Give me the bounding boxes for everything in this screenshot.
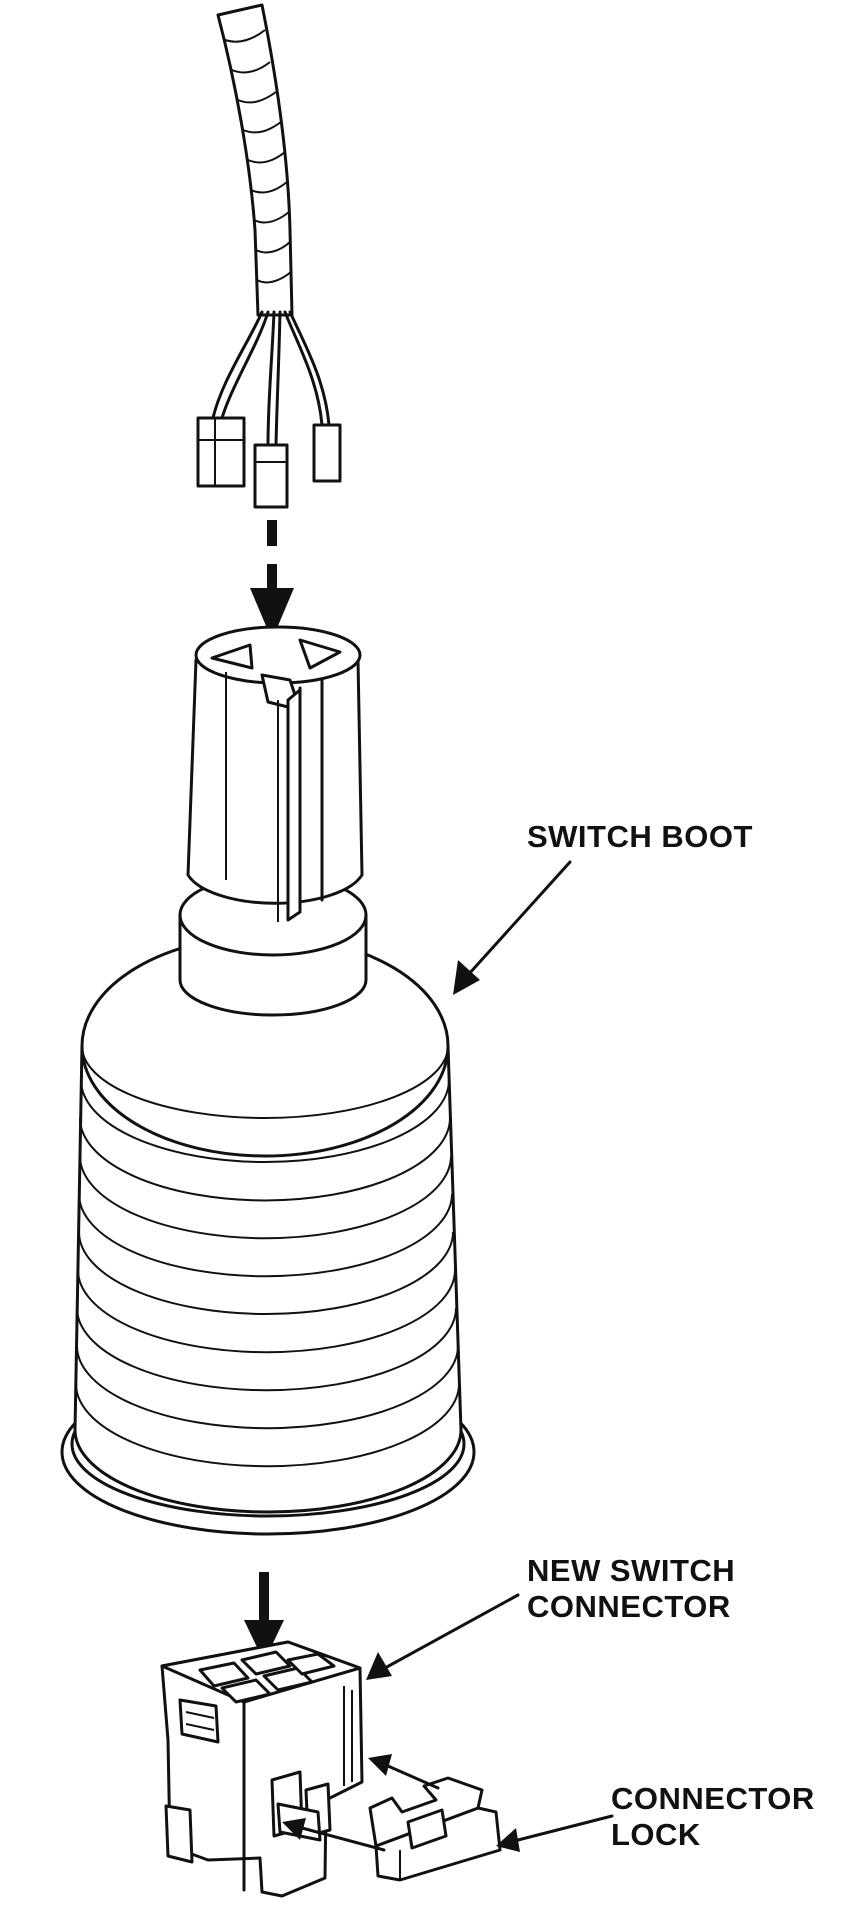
- switch-boot: [60, 625, 476, 1536]
- connector-lock-label-line2: LOCK: [611, 1817, 701, 1852]
- terminal-plugs: [196, 416, 342, 509]
- lock-insertion-arrows: [282, 1754, 440, 1852]
- connector-lock-label-line1: CONNECTOR: [611, 1781, 815, 1816]
- switch-boot-leader: [453, 860, 572, 995]
- connector-lock: [368, 1776, 502, 1882]
- wire-leads: [211, 310, 331, 447]
- new-switch-connector-label-line1: NEW SWITCH: [527, 1553, 736, 1588]
- wire-harness: [216, 3, 294, 317]
- new-switch-connector: [160, 1640, 364, 1898]
- new-switch-connector-leader: [366, 1593, 520, 1680]
- new-switch-connector-label-line2: CONNECTOR: [527, 1589, 731, 1624]
- connector-lock-leader: [496, 1814, 614, 1852]
- connector-arrow: [244, 1572, 284, 1662]
- insertion-arrow-dashed: [250, 520, 294, 640]
- switch-boot-label: SWITCH BOOT: [527, 819, 753, 854]
